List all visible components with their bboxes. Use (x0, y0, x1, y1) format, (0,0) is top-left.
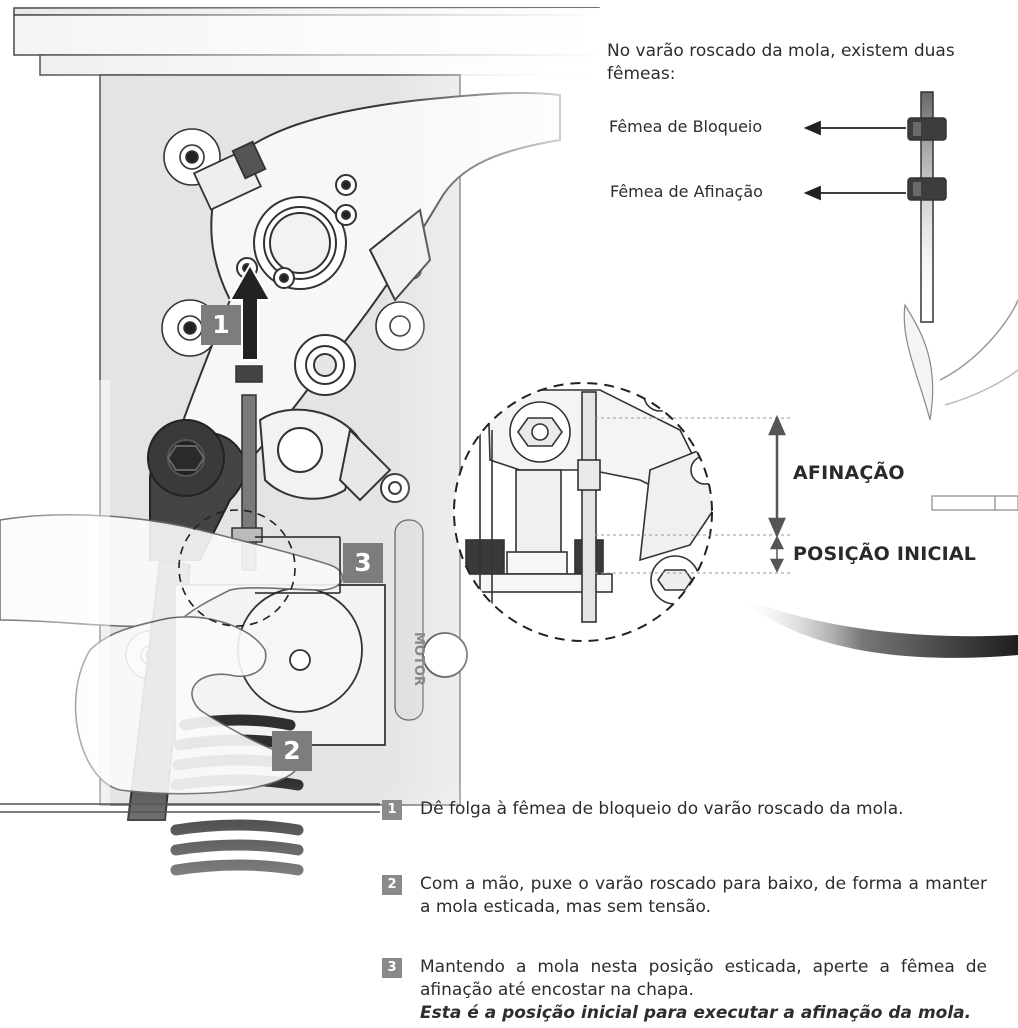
label-arrows (803, 120, 906, 201)
magnify-circle (178, 509, 296, 627)
ruler-fragment (931, 495, 1018, 511)
latch (192, 140, 267, 211)
badge-step-2: 2 (272, 731, 312, 771)
label-initial-position: POSIÇÃO INICIAL (793, 543, 977, 565)
badge3-leaders (255, 536, 341, 594)
step-2: 2 Com a mão, puxe o varão roscado para b… (382, 873, 987, 919)
motor-text: MOTOR (411, 632, 426, 686)
step-number: 3 (382, 958, 402, 978)
step-1: 1 Dê folga à fêmea de bloqueio do varão … (382, 798, 987, 821)
swoosh (735, 595, 1018, 658)
rod-sample (907, 91, 947, 323)
threaded-rod (231, 365, 263, 571)
step-number: 1 (382, 800, 402, 820)
zoom-detail (454, 383, 712, 641)
badge-step-1: 1 (201, 305, 241, 345)
zoom-circle (453, 382, 713, 642)
step-body: Mantendo a mola nesta posição esticada, … (420, 956, 987, 1025)
dimension-arrows (768, 414, 786, 573)
label-tuning: AFINAÇÃO (793, 462, 905, 484)
step-note: Esta é a posição inicial para executar a… (420, 1003, 972, 1023)
up-arrow-icon (228, 262, 272, 361)
label-tuning-nut: Fêmea de Afinação (610, 182, 763, 201)
sample-hand (903, 303, 934, 421)
step-text: Com a mão, puxe o varão roscado para bai… (420, 874, 987, 917)
step-text: Dê folga à fêmea de bloqueio do varão ro… (420, 799, 904, 819)
intro-text: No varão roscado da mola, existem duas f… (607, 41, 955, 84)
dimension-lines (595, 417, 790, 574)
label-lock-nut: Fêmea de Bloqueio (609, 117, 763, 136)
step-number: 2 (382, 875, 402, 895)
base-rail (0, 803, 380, 813)
step-3: 3 Mantendo a mola nesta posição esticada… (382, 956, 987, 1025)
badge-step-3: 3 (343, 543, 383, 583)
step-text: Mantendo a mola nesta posição esticada, … (420, 957, 987, 1000)
